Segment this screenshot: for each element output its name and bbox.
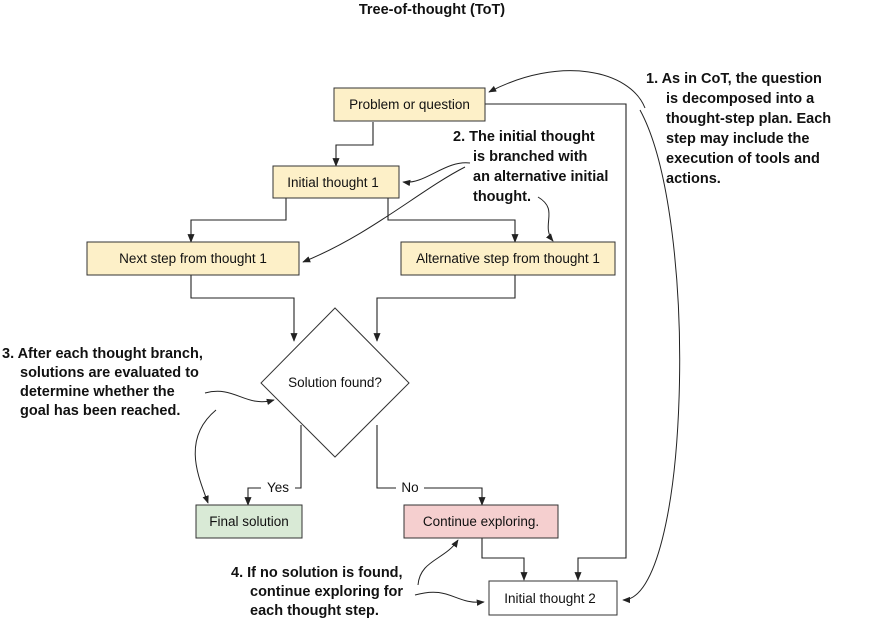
continue-exploring-label: Continue exploring. — [423, 514, 539, 529]
callout-2-to-next-step — [302, 166, 466, 263]
annotation-2-line-1: 2. The initial thought — [453, 129, 595, 145]
annotation-3-line-1: 3. After each thought branch, — [2, 346, 203, 362]
next-step-node: Next step from thought 1 — [86, 241, 300, 276]
callout-1-to-initial2 — [622, 109, 681, 604]
callout-3-to-decision — [204, 390, 275, 405]
final-solution-label: Final solution — [209, 514, 289, 529]
annotation-3-line-4: goal has been reached. — [20, 403, 180, 419]
edge-decision-no — [376, 425, 486, 506]
annotation-1-line-3: thought-step plan. Each — [666, 111, 831, 127]
annotation-3: 3. After each thought branch, solutions … — [2, 346, 207, 419]
callout-4-to-initial2 — [414, 591, 485, 606]
edge-next-step-to-decision — [190, 275, 298, 342]
annotation-4-line-3: each thought step. — [250, 603, 379, 619]
no-label-bg — [396, 479, 424, 495]
callout-2-to-alt-step — [537, 196, 554, 242]
problem-node: Problem or question — [333, 87, 486, 122]
yes-label-bg — [261, 479, 295, 495]
annotation-1-line-2: is decomposed into a — [666, 91, 815, 107]
no-label: No — [401, 480, 418, 495]
decision-label: Solution found? — [288, 375, 382, 390]
initial-thought-2-node: Initial thought 2 — [488, 580, 618, 616]
annotation-4: 4. If no solution is found, continue exp… — [231, 565, 407, 619]
annotation-2: 2. The initial thought is branched with … — [453, 129, 612, 205]
continue-exploring-node: Continue exploring. — [403, 504, 559, 539]
callout-1-to-problem — [488, 70, 646, 109]
alt-step-label: Alternative step from thought 1 — [416, 251, 600, 266]
edge-problem-to-initial2 — [485, 103, 627, 581]
initial-thought-1-node: Initial thought 1 — [272, 165, 400, 199]
annotation-1-line-6: actions. — [666, 171, 721, 187]
edge-problem-to-initial1 — [332, 122, 374, 167]
callout-2-to-initial1 — [402, 162, 471, 187]
annotation-1: 1. As in CoT, the question is decomposed… — [646, 71, 835, 187]
annotation-4-line-2: continue exploring for — [250, 584, 403, 600]
annotation-2-line-2: is branched with — [473, 149, 587, 165]
edge-alt-step-to-decision — [373, 275, 516, 342]
final-solution-node: Final solution — [195, 504, 303, 539]
annotation-1-line-4: step may include the — [666, 131, 809, 147]
initial-thought-1-label: Initial thought 1 — [287, 175, 379, 190]
alt-step-node: Alternative step from thought 1 — [400, 241, 616, 276]
annotation-4-line-1: 4. If no solution is found, — [231, 565, 403, 581]
next-step-label: Next step from thought 1 — [119, 251, 267, 266]
diagram-title: Tree-of-thought (ToT) — [359, 2, 505, 18]
callout-4-to-continue — [417, 539, 459, 586]
annotation-1-line-5: execution of tools and — [666, 151, 820, 167]
edge-initial1-to-next-step — [187, 198, 287, 243]
edge-continue-to-initial2 — [481, 538, 528, 581]
annotation-3-line-2: solutions are evaluated to — [20, 365, 199, 381]
annotation-3-line-3: determine whether the — [20, 384, 175, 400]
initial-thought-2-label: Initial thought 2 — [504, 591, 596, 606]
annotation-2-line-3: an alternative initial — [473, 169, 608, 185]
annotation-2-line-4: thought. — [473, 189, 531, 205]
annotation-1-line-1: 1. As in CoT, the question — [646, 71, 822, 87]
callout-3-to-final — [194, 409, 217, 504]
yes-label: Yes — [267, 480, 289, 495]
decision-node: Solution found? — [260, 307, 410, 458]
edge-initial1-to-alt-step — [387, 198, 519, 243]
callout-pointers — [194, 70, 681, 606]
problem-label: Problem or question — [349, 97, 470, 112]
